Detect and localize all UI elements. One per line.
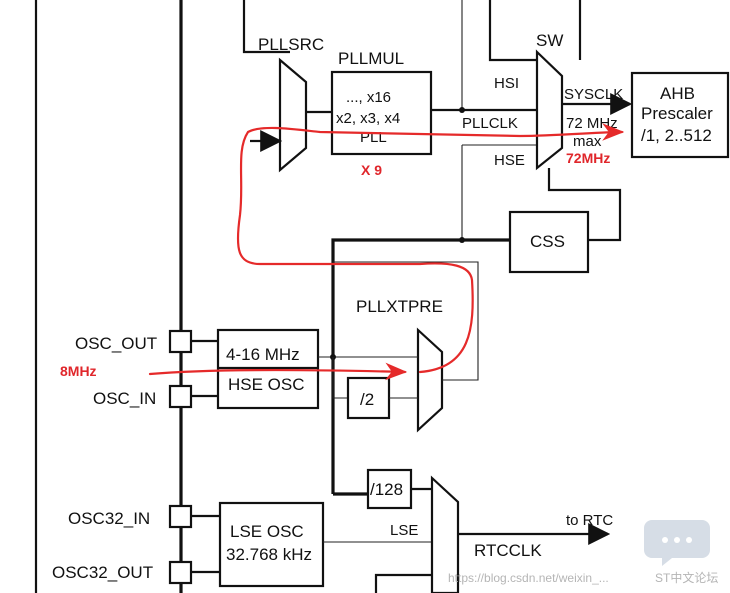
prescaler-label: Prescaler (641, 104, 713, 123)
osc-out-pin (168, 329, 193, 354)
pllclk-label: PLLCLK (462, 115, 518, 132)
red-input-arrow (148, 362, 408, 381)
junction-dot (459, 107, 465, 113)
css-feedback-wire (547, 168, 622, 242)
watermark-url: https://blog.csdn.net/weixin_... (448, 571, 609, 585)
lse-osc-label: LSE OSC (230, 522, 304, 541)
css-label: CSS (530, 232, 565, 251)
div2-label: /2 (360, 390, 374, 409)
osc32-in-pin (168, 504, 193, 529)
css-block (508, 210, 590, 274)
pllsrc-mux (278, 57, 308, 173)
wire-to-div2 (332, 357, 348, 399)
72mhz-annotation: 72MHz (566, 150, 610, 166)
to-rtc-label: to RTC (566, 512, 613, 529)
osc-in-pin (168, 384, 193, 409)
sysclk-max-word: max (573, 133, 602, 150)
pll-mult-line2: x2, x3, x4 (336, 110, 400, 127)
sw-mux (535, 49, 564, 171)
hse-bus-wire (331, 238, 510, 494)
watermark: https://blog.csdn.net/weixin_... ST中文论坛 (448, 520, 718, 585)
lse-osc-block (218, 501, 325, 588)
wire-top-to-pllsrc (242, 0, 290, 54)
wire-pllxtpre-out (333, 261, 479, 381)
pllmul-label: PLLMUL (338, 49, 404, 68)
watermark-forum: ST中文论坛 (655, 570, 718, 585)
sysclk-label: SYSCLK (564, 86, 623, 103)
sysclk-max-value: 72 MHz (566, 115, 618, 132)
rtcclk-mux (430, 475, 460, 593)
osc32-out-label: OSC32_OUT (52, 563, 153, 582)
ahb-divider-range: /1, 2..512 (641, 126, 712, 145)
lse-freq-label: 32.768 kHz (226, 545, 312, 564)
wire-lsi-to-rtcmux (374, 573, 432, 593)
hsi-label: HSI (494, 75, 519, 92)
sw-label: SW (536, 31, 563, 50)
div128-label: /128 (370, 480, 403, 499)
hse-osc-label: HSE OSC (228, 375, 305, 394)
ahb-prescaler-block (630, 71, 730, 159)
pllxtpre-label: PLLXTPRE (356, 297, 443, 316)
wire-hsi-top (488, 0, 537, 62)
osc32-in-label: OSC32_IN (68, 509, 150, 528)
pllxtpre-mux (416, 327, 444, 433)
osc-in-label: OSC_IN (93, 389, 156, 408)
osc-out-label: OSC_OUT (75, 334, 157, 353)
lse-label: LSE (390, 522, 418, 539)
pll-label: PLL (360, 129, 387, 146)
pll-mult-line1: ..., x16 (346, 89, 391, 106)
pll-block (330, 70, 433, 156)
hse-label: HSE (494, 152, 525, 169)
hse-freq-range: 4-16 MHz (226, 345, 300, 364)
rtcclk-label: RTCCLK (474, 541, 542, 560)
x9-annotation: X 9 (361, 162, 382, 178)
pllsrc-label: PLLSRC (258, 35, 324, 54)
ahb-label: AHB (660, 84, 695, 103)
8mhz-annotation: 8MHz (60, 363, 97, 379)
osc32-out-pin (168, 560, 193, 585)
red-clock-path (236, 123, 625, 374)
